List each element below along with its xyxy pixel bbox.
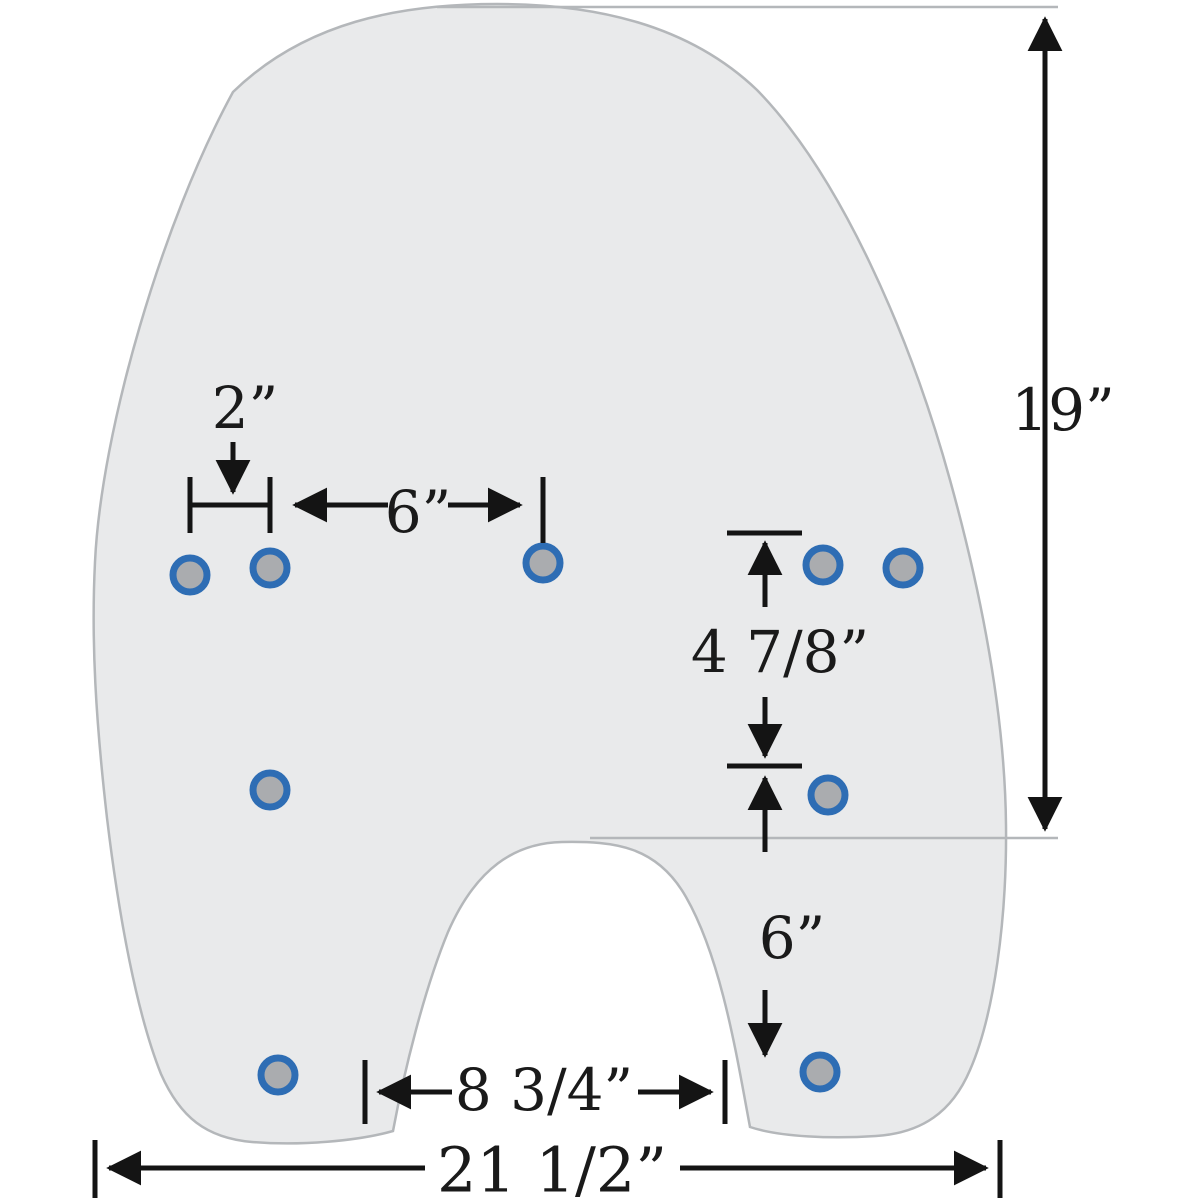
mounting-hole-top-left-outer bbox=[169, 554, 211, 596]
mounting-hole-bottom-left bbox=[257, 1054, 299, 1096]
mounting-hole-bottom-right bbox=[799, 1051, 841, 1093]
dim-19-label: 19” bbox=[1011, 376, 1114, 444]
dim-6right-label: 6” bbox=[759, 904, 826, 972]
mounting-hole-top-center bbox=[522, 542, 564, 584]
mounting-hole-top-right-outer bbox=[882, 547, 924, 589]
dim-6top-label: 6” bbox=[385, 478, 452, 546]
mounting-hole-mid-left bbox=[249, 769, 291, 811]
mounting-hole-top-left-inner bbox=[249, 547, 291, 589]
mounting-hole-mid-right bbox=[807, 774, 849, 816]
mounting-holes-group bbox=[169, 542, 924, 1096]
dim-834-label: 8 3/4” bbox=[455, 1056, 633, 1124]
dim-2-label: 2” bbox=[212, 374, 279, 442]
dim-2112-label: 21 1/2” bbox=[437, 1134, 667, 1200]
mounting-hole-top-right-inner bbox=[802, 544, 844, 586]
dim-478-label: 4 7/8” bbox=[691, 618, 869, 686]
